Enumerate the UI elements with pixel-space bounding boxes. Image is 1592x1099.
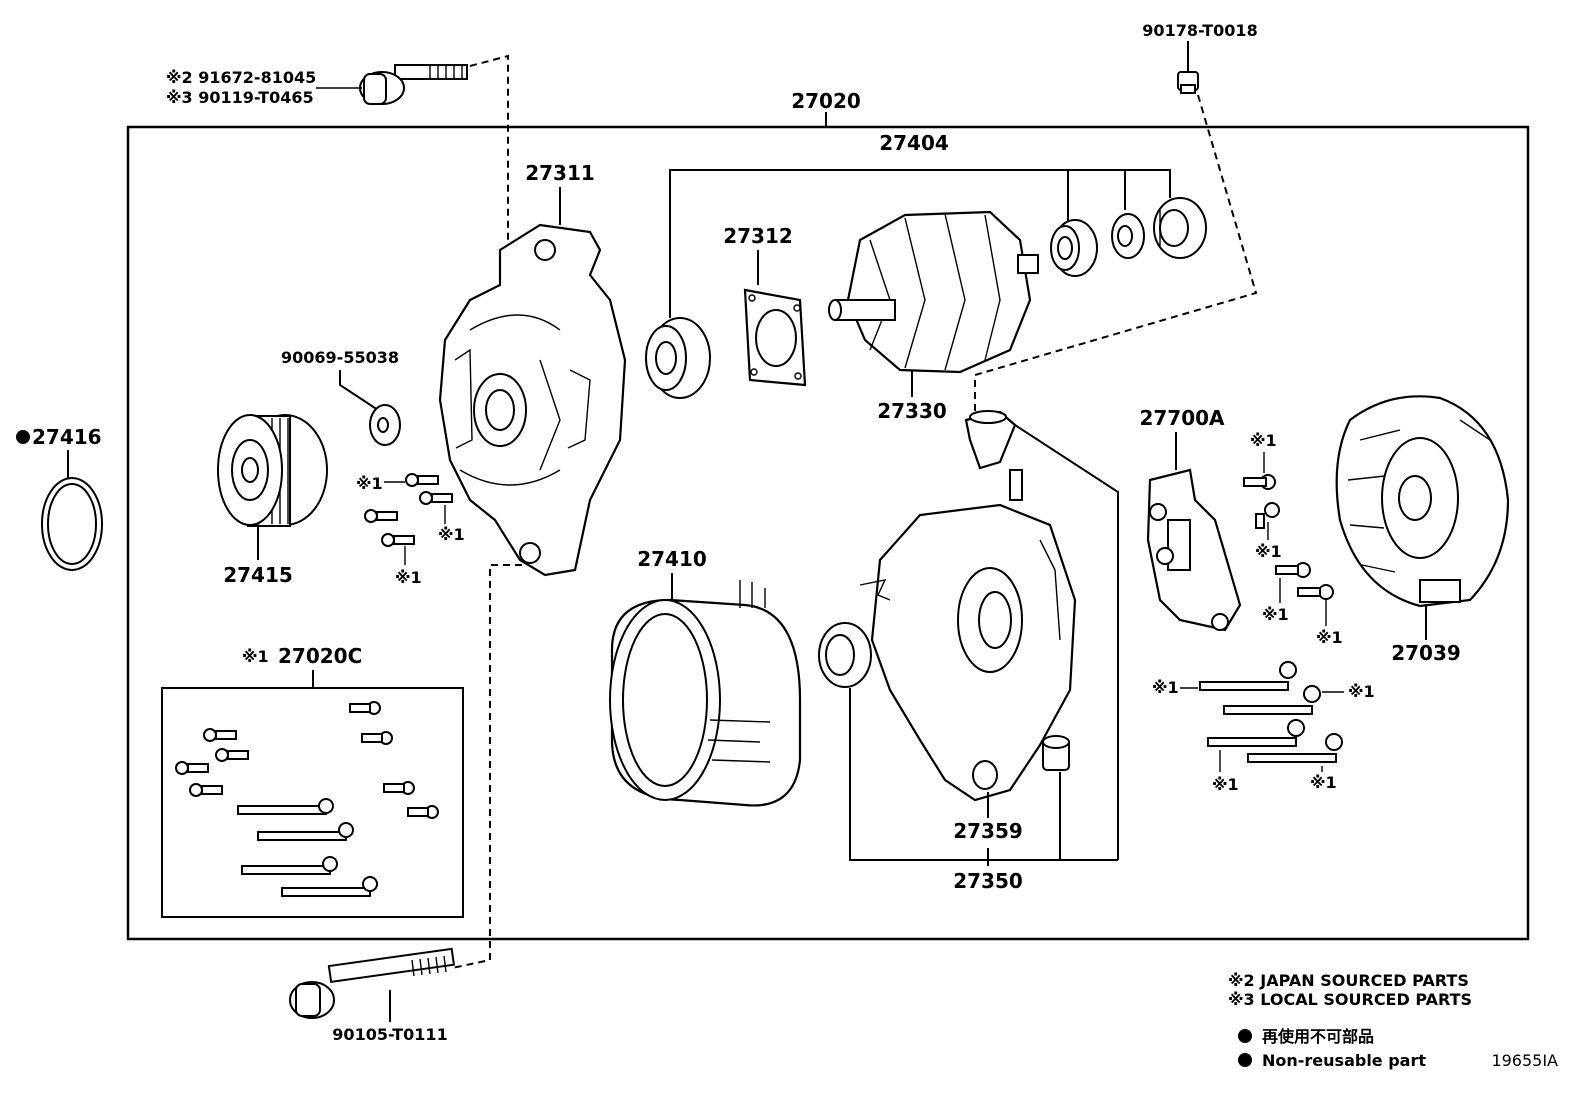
pulley-27415-part[interactable]: [217, 414, 328, 527]
regulator-27700A-part[interactable]: [1146, 468, 1242, 632]
mark-m9: ※1: [1348, 682, 1375, 701]
mark-m11: ※1: [1310, 773, 1337, 792]
nut-top-right-part[interactable]: [1177, 71, 1199, 94]
label-90069-55038[interactable]: 90069-55038: [281, 348, 399, 367]
bearing-rear-part[interactable]: [1050, 219, 1098, 277]
kit-27020C-box[interactable]: [161, 687, 464, 918]
legend-dot-en: [1238, 1053, 1252, 1067]
label-27359[interactable]: 27359: [953, 819, 1023, 843]
legend-nonreuse-jp: 再使用不可部品: [1262, 1027, 1374, 1046]
plate-27312-part[interactable]: [743, 288, 807, 387]
rear-frame-27350-part[interactable]: [859, 469, 1077, 802]
label-27311[interactable]: 27311: [525, 161, 595, 185]
label-27350[interactable]: 27350: [953, 869, 1023, 893]
bearing-washer-part[interactable]: [1111, 213, 1145, 259]
insulator-27359-part[interactable]: [818, 622, 872, 688]
mark-m6: ※1: [1262, 605, 1289, 624]
bolt-bottom-part[interactable]: [289, 947, 456, 1019]
mark-m7: ※1: [1316, 628, 1343, 647]
mark-m4: ※1: [1250, 431, 1277, 450]
mark-m8: ※1: [1152, 678, 1179, 697]
screws-front-group[interactable]: [364, 473, 453, 547]
mark-m10: ※1: [1212, 775, 1239, 794]
legend-local-sourced: ※3 LOCAL SOURCED PARTS: [1228, 990, 1472, 1009]
bearing-front-part[interactable]: [645, 317, 711, 399]
legend-nonreuse-en: Non-reusable part: [1262, 1051, 1426, 1070]
mark-m2: ※1: [438, 525, 465, 544]
label-bolt-top-left-b[interactable]: ※3 90119-T0465: [166, 88, 314, 107]
bearing-cover-part[interactable]: [1153, 197, 1207, 259]
label-27312[interactable]: 27312: [723, 224, 793, 248]
bolt-top-left-part[interactable]: [359, 64, 468, 105]
label-27700A[interactable]: 27700A: [1139, 406, 1225, 430]
assembly-frame: [126, 125, 1530, 941]
terminal-insulator-part[interactable]: [964, 410, 1017, 470]
label-27330[interactable]: 27330: [877, 399, 947, 423]
label-27415[interactable]: 27415: [223, 563, 293, 587]
mark-m3: ※1: [395, 568, 422, 587]
nonreuse-dot-27416: [16, 430, 30, 444]
diagram-ref-code: 19655IA: [1491, 1051, 1558, 1070]
label-27404[interactable]: 27404: [879, 131, 949, 155]
label-27416[interactable]: 27416: [32, 425, 102, 449]
mark-kit-small: ※1: [242, 647, 269, 666]
front-frame-27311-part[interactable]: [438, 223, 627, 577]
long-bolts-regulator-group[interactable]: [1199, 661, 1343, 763]
label-bolt-top-left-a[interactable]: ※2 91672-81045: [166, 68, 316, 87]
label-bolt-bottom[interactable]: 90105-T0111: [332, 1025, 447, 1044]
mark-m5: ※1: [1255, 542, 1282, 561]
mark-m1: ※1: [356, 474, 383, 493]
label-27020C[interactable]: 27020C: [278, 644, 362, 668]
collar-part[interactable]: [1042, 735, 1070, 771]
label-27020[interactable]: 27020: [791, 89, 861, 113]
rotor-27330-part[interactable]: [828, 210, 1039, 374]
screws-regulator-group[interactable]: [1243, 474, 1334, 600]
kit-27020C-screws: [175, 701, 439, 897]
ring-27416-part[interactable]: [41, 477, 103, 571]
stator-27410-part[interactable]: [609, 580, 802, 807]
legend-japan-sourced: ※2 JAPAN SOURCED PARTS: [1228, 971, 1469, 990]
label-nut-top-right[interactable]: 90178-T0018: [1142, 21, 1257, 40]
label-27410[interactable]: 27410: [637, 547, 707, 571]
washer-90069-part[interactable]: [369, 404, 401, 446]
legend-dot-jp: [1238, 1029, 1252, 1043]
label-27039[interactable]: 27039: [1391, 641, 1461, 665]
cover-27039-part[interactable]: [1335, 395, 1510, 608]
